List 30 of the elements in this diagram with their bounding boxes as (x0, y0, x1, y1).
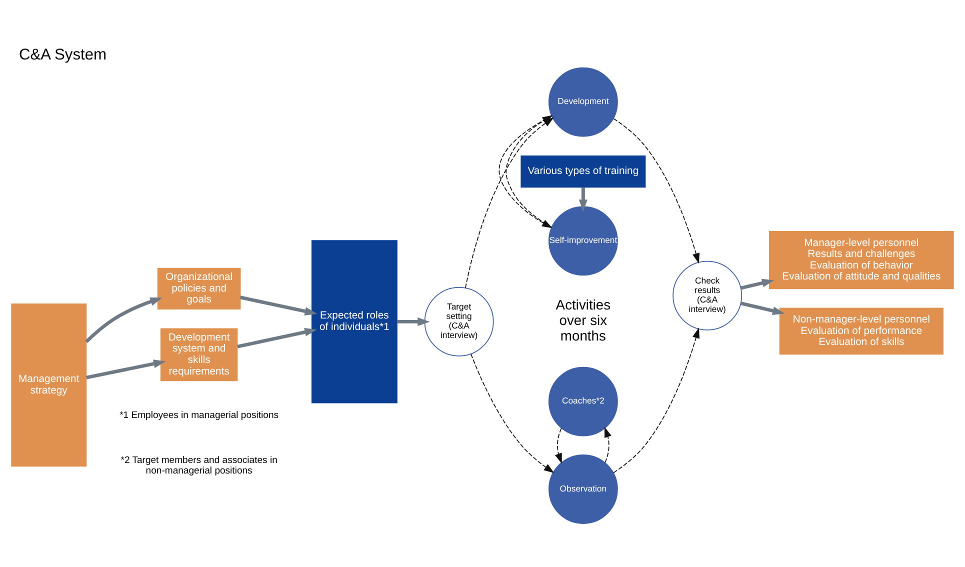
diagram-title: C&A System (18, 46, 107, 64)
arrow (397, 317, 430, 326)
arrow (86, 360, 166, 380)
node-box: Various types of training (520, 155, 646, 188)
node-box: Manager-level personnel Results and challenges Evaluation of behavior Evaluation of attitude and qualities (768, 230, 954, 290)
node-circle: Coaches*2 (548, 366, 618, 436)
arrow (740, 278, 774, 290)
node-circle: Target setting (C&A interview) (424, 286, 494, 356)
arrow (85, 298, 162, 344)
node-box: Development system and skills requirements (160, 328, 238, 382)
node-circle: Observation (548, 454, 618, 524)
arrow (240, 296, 318, 316)
node-box: Expected roles of individuals*1 (311, 240, 398, 404)
arrow (470, 354, 554, 474)
label: Activities over six months (556, 296, 611, 344)
node-circle: Development (548, 67, 618, 137)
arrow (554, 428, 562, 464)
arrow (613, 328, 700, 474)
arrow (237, 328, 317, 348)
node-box: Organizational policies and goals (157, 268, 241, 310)
node-box: Management strategy (11, 303, 87, 467)
arrow (613, 118, 700, 264)
arrow (578, 187, 588, 212)
label: *2 Target members and associates in non-managerial positions (120, 455, 278, 476)
arrow (740, 302, 785, 315)
node-box: Non-manager-level personnel Evaluation of performance Evaluation of skills (779, 308, 944, 355)
node-circle: Check results (C&A interview) (672, 260, 742, 330)
label: *1 Employees in managerial positions (120, 410, 279, 421)
arrow (604, 426, 612, 463)
node-circle: Self-improvement (548, 206, 618, 276)
